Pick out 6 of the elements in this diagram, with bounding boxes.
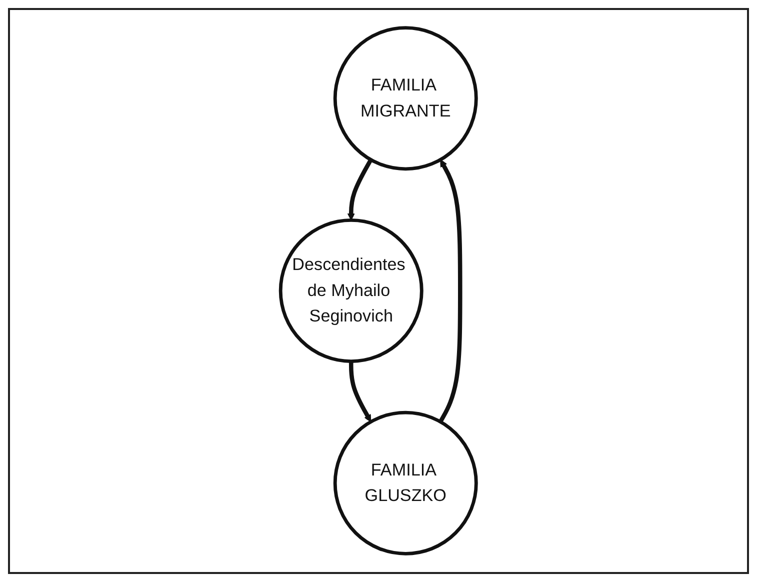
circle-node: FAMILIA GLUSZKO (334, 411, 478, 556)
circle-node: Descendientes de Myhailo Seginovich (279, 218, 424, 364)
arrow (438, 160, 462, 424)
arrow (349, 362, 372, 422)
circle-node: FAMILIA MIGRANTE (334, 26, 478, 171)
arrow (347, 158, 373, 221)
